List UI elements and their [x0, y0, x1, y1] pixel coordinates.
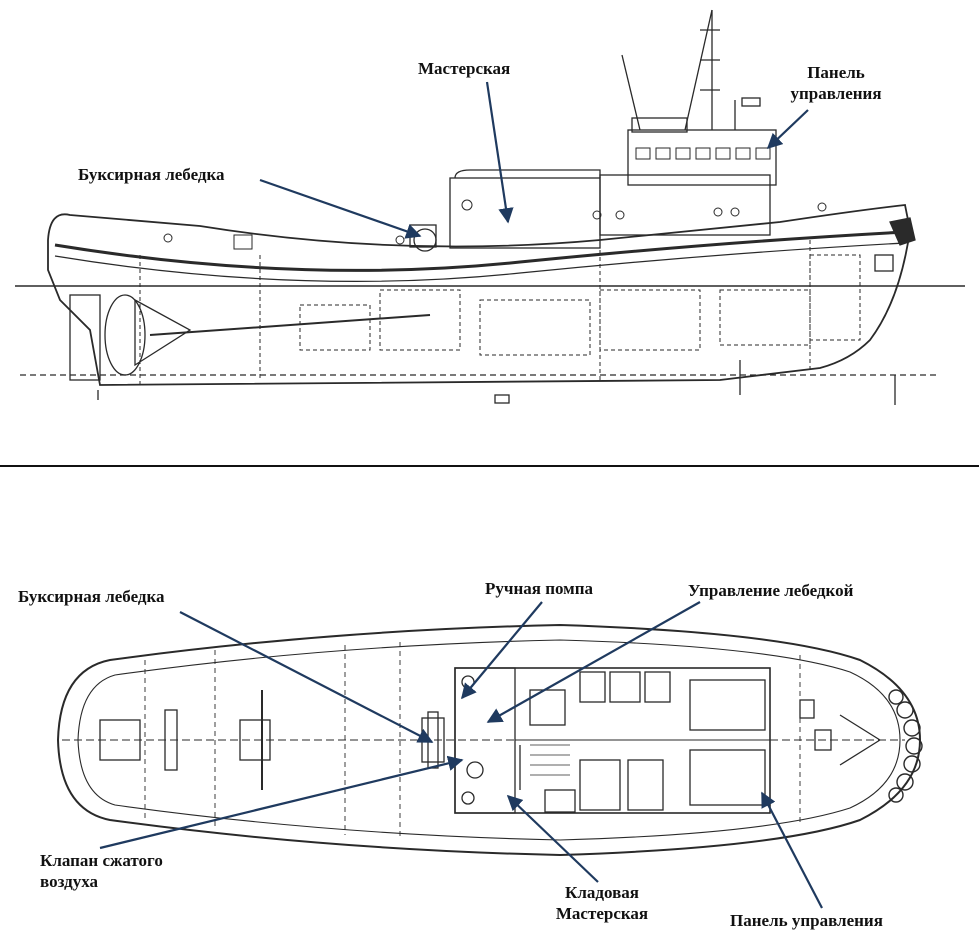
callout-arrows: [99, 81, 823, 909]
arrow-side-workshop: [485, 81, 514, 224]
label-plan-control-panel: Панель управления: [730, 911, 883, 930]
arrow-plan-control-panel: [761, 791, 823, 909]
side-elevation-drawing: [15, 9, 965, 405]
arrow-side-tow-winch: [259, 178, 422, 239]
label-plan-hand-pump: Ручная помпа: [485, 579, 594, 598]
arrow-plan-air-valve: [99, 755, 464, 850]
plan-view-drawing: [56, 623, 923, 857]
arrow-plan-hand-pump: [461, 601, 543, 700]
label-side-control-panel: Панель управления: [790, 63, 882, 103]
label-plan-storeroom: Кладовая Мастерская: [555, 883, 649, 923]
label-side-tow-winch: Буксирная лебедка: [78, 165, 225, 184]
arrow-plan-storeroom: [506, 794, 599, 883]
arrow-plan-tow-winch: [179, 611, 434, 743]
label-side-workshop: Мастерская: [418, 59, 511, 78]
label-plan-winch-control: Управление лебедкой: [688, 581, 854, 600]
label-plan-air-valve: Клапан сжатого воздуха: [40, 851, 163, 891]
arrow-side-control-panel: [766, 109, 809, 150]
label-plan-tow-winch: Буксирная лебедка: [18, 587, 165, 606]
arrow-plan-winch-control: [486, 601, 701, 723]
